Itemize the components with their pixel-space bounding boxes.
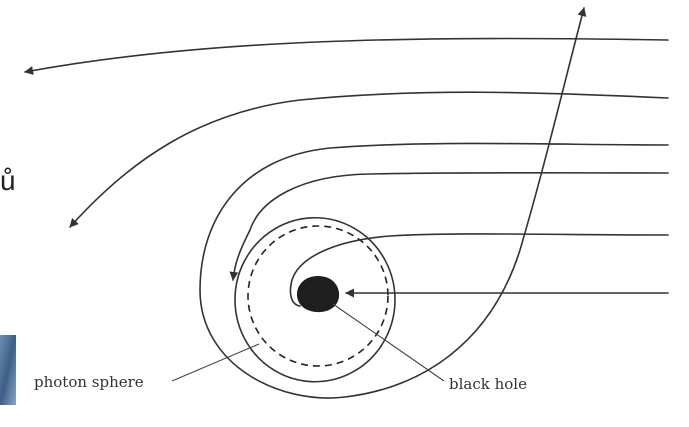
edge-glyph: ů xyxy=(0,165,16,196)
ray-orbit-capture xyxy=(233,173,668,280)
black-hole-label: black hole xyxy=(449,375,527,393)
photon-sphere-label: photon sphere xyxy=(34,373,144,391)
left-image-strip xyxy=(0,335,16,405)
photon-sphere-leader xyxy=(172,344,259,381)
black-hole-leader xyxy=(333,304,444,381)
ray-spiral-in xyxy=(290,234,668,306)
black-hole-edge-dot xyxy=(305,304,308,307)
black-hole-disk xyxy=(297,276,339,312)
black-hole-edge-dot xyxy=(328,281,332,285)
ray-strong-deflected xyxy=(70,92,668,227)
